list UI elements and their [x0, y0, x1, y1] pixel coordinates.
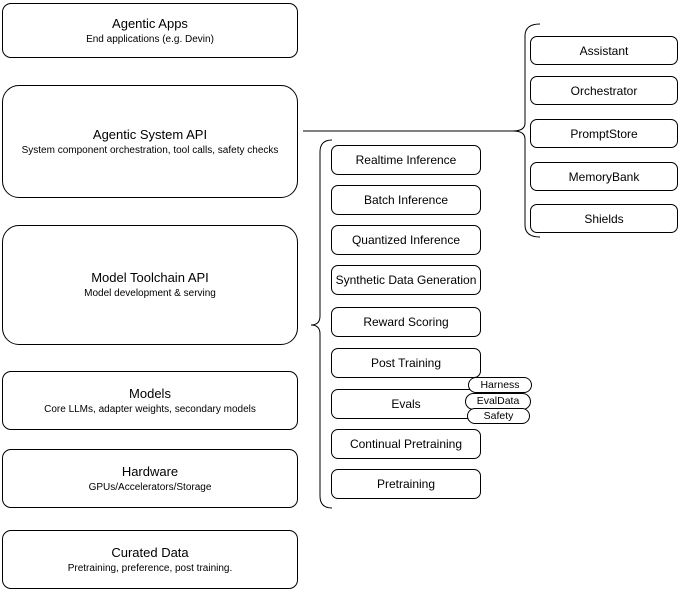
- node-title: Agentic Apps: [112, 15, 188, 31]
- node-subtitle: System component orchestration, tool cal…: [21, 144, 279, 156]
- tag-harness: Harness: [468, 377, 532, 393]
- node-pretraining: Pretraining: [331, 469, 481, 499]
- tag-label: EvalData: [476, 395, 520, 407]
- node-model-toolchain-api: Model Toolchain API Model development & …: [2, 225, 298, 345]
- node-batch-inference: Batch Inference: [331, 185, 481, 215]
- node-label: Post Training: [370, 356, 442, 370]
- node-shields: Shields: [530, 204, 678, 233]
- node-reward-scoring: Reward Scoring: [331, 307, 481, 337]
- node-models: Models Core LLMs, adapter weights, secon…: [2, 371, 298, 430]
- node-label: Pretraining: [376, 477, 436, 491]
- node-post-training: Post Training: [331, 348, 481, 378]
- node-label: Shields: [584, 211, 624, 226]
- node-label: Quantized Inference: [351, 233, 461, 247]
- node-orchestrator: Orchestrator: [530, 76, 678, 105]
- brace-toolchain-group: [310, 139, 333, 509]
- node-realtime-inference: Realtime Inference: [331, 145, 481, 175]
- node-label: Synthetic Data Generation: [335, 273, 477, 287]
- node-agentic-apps: Agentic Apps End applications (e.g. Devi…: [2, 3, 298, 58]
- node-subtitle: End applications (e.g. Devin): [86, 33, 214, 45]
- node-label: PromptStore: [570, 126, 638, 141]
- node-title: Hardware: [121, 463, 179, 479]
- node-label: Continual Pretraining: [349, 437, 463, 451]
- node-evals: Evals: [331, 389, 481, 419]
- node-label: Realtime Inference: [355, 153, 457, 167]
- node-title: Curated Data: [111, 544, 189, 560]
- node-quantized-inference: Quantized Inference: [331, 225, 481, 255]
- node-subtitle: Model development & serving: [84, 288, 216, 299]
- node-label: Reward Scoring: [363, 315, 449, 329]
- node-label: Batch Inference: [363, 193, 449, 207]
- node-subtitle: Pretraining, preference, post training.: [67, 562, 233, 574]
- node-label: Orchestrator: [570, 83, 638, 98]
- node-title: Model Toolchain API: [91, 270, 209, 285]
- node-subtitle: Core LLMs, adapter weights, secondary mo…: [44, 403, 256, 415]
- node-label: Evals: [391, 397, 421, 411]
- node-promptstore: PromptStore: [530, 119, 678, 148]
- node-label: Assistant: [579, 43, 629, 58]
- node-subtitle: GPUs/Accelerators/Storage: [88, 481, 212, 493]
- node-label: MemoryBank: [568, 169, 640, 184]
- tag-label: Safety: [483, 409, 514, 422]
- node-hardware: Hardware GPUs/Accelerators/Storage: [2, 449, 298, 508]
- node-curated-data: Curated Data Pretraining, preference, po…: [2, 530, 298, 589]
- tag-safety: Safety: [467, 408, 530, 424]
- node-title: Models: [129, 385, 171, 401]
- node-synthetic-data-generation: Synthetic Data Generation: [331, 265, 481, 295]
- node-continual-pretraining: Continual Pretraining: [331, 429, 481, 459]
- node-title: Agentic System API: [92, 126, 208, 142]
- node-assistant: Assistant: [530, 36, 678, 65]
- node-memorybank: MemoryBank: [530, 162, 678, 191]
- node-agentic-system-api: Agentic System API System component orch…: [2, 85, 298, 198]
- tag-label: Harness: [480, 378, 520, 391]
